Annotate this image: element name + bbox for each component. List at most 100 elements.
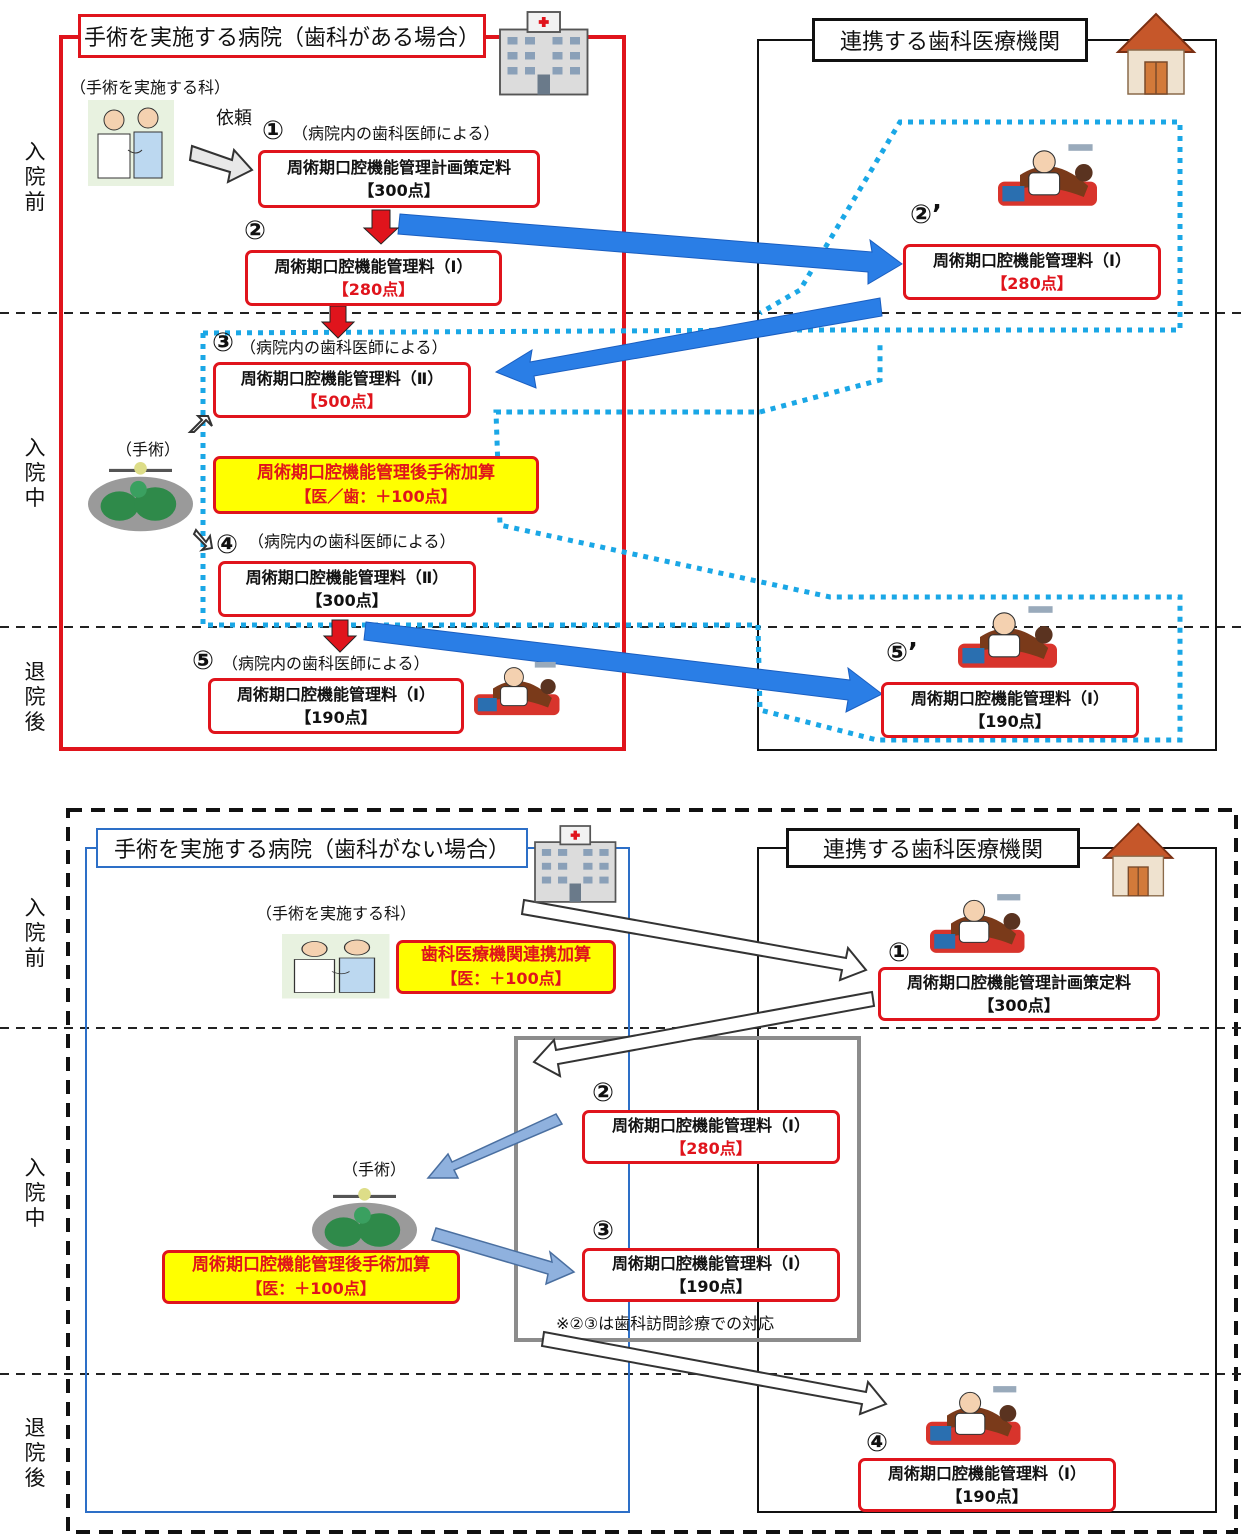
step-number: ④: [866, 1428, 889, 1458]
step-name: 周術期口腔機能管理料（Ⅰ）: [274, 257, 473, 276]
addition-points: 【医／歯：＋100点】: [295, 487, 457, 506]
down-arrow: [320, 305, 356, 339]
phase-label-after: 退院後: [24, 660, 46, 734]
surgery-label: （手術）: [342, 1160, 407, 1179]
step-points: 【500点】: [301, 392, 383, 411]
addition-name: 歯科医療機関連携加算: [421, 945, 591, 965]
step-box-management-1b: 周術期口腔機能管理料（Ⅰ） 【190点】: [208, 678, 464, 734]
step-number: ④: [216, 530, 239, 560]
partner-title-bottom: 連携する歯科医療機関: [786, 828, 1080, 868]
dotted-group-outline: [496, 345, 883, 415]
step-name: 周術期口腔機能管理料（Ⅱ）: [240, 369, 444, 388]
step-points: 【190点】: [969, 712, 1051, 731]
phase-label-after: 退院後: [24, 1416, 46, 1490]
step-note: （病院内の歯科医師による）: [248, 532, 456, 551]
partner-step-box-190: 周術期口腔機能管理料（Ⅰ） 【190点】: [858, 1458, 1116, 1512]
step-number: ③: [212, 328, 235, 358]
step-name: 周術期口腔機能管理計画策定料: [286, 158, 511, 177]
arrow-to-surgery: [426, 1113, 564, 1179]
step-box-management-2: 周術期口腔機能管理料（Ⅱ） 【500点】: [213, 362, 471, 418]
coop-addition-box: 歯科医療機関連携加算 【医：＋100点】: [396, 940, 616, 994]
step-note: （病院内の歯科医師による）: [222, 654, 430, 673]
step-box-plan: 周術期口腔機能管理計画策定料 【300点】: [258, 150, 540, 208]
step-box-plan: 周術期口腔機能管理計画策定料 【300点】: [878, 967, 1160, 1021]
hospital-title-top: 手術を実施する病院（歯科がある場合）: [78, 14, 486, 58]
phase-label-during: 入院中: [24, 1156, 46, 1230]
visit-note: ※②③は歯科訪問診療での対応: [556, 1314, 775, 1333]
step-points: 【280点】: [991, 274, 1073, 293]
dental-clinic-icon: [1117, 13, 1195, 95]
surgery-icon: [86, 460, 195, 533]
step-points: 【190点】: [295, 708, 377, 727]
surgery-label: （手術）: [116, 440, 181, 459]
dental-treatment-icon: [957, 605, 1058, 669]
doctor-patient-icon: [281, 933, 391, 1000]
surgery-addition-box: 周術期口腔機能管理後手術加算 【医／歯：＋100点】: [213, 456, 539, 514]
dental-treatment-icon: [473, 661, 560, 716]
phase-label-during: 入院中: [24, 436, 46, 510]
step-note: （病院内の歯科医師による）: [292, 124, 500, 143]
small-arrow: [187, 415, 213, 433]
partner-step-box-280: 周術期口腔機能管理料（Ⅰ） 【280点】: [903, 244, 1161, 300]
down-arrow: [322, 619, 358, 653]
partner-step-box-190: 周術期口腔機能管理料（Ⅰ） 【190点】: [881, 682, 1139, 738]
step-box-management-2b: 周術期口腔機能管理料（Ⅱ） 【300点】: [218, 561, 476, 617]
step-number: ②: [592, 1078, 615, 1108]
down-arrow: [362, 209, 400, 245]
step-name: 周術期口腔機能管理料（Ⅰ）: [933, 251, 1131, 270]
request-label: 依頼: [216, 108, 252, 129]
phase-label-before: 入院前: [24, 896, 46, 970]
addition-points: 【医：＋100点】: [441, 969, 571, 988]
doctor-patient-icon: [87, 99, 175, 187]
step-points: 【190点】: [946, 1487, 1028, 1506]
dental-treatment-icon: [929, 893, 1026, 954]
step-note: （病院内の歯科医師による）: [240, 338, 448, 357]
arrow-to-partner-discharge: [540, 1330, 888, 1416]
hospital-icon: [533, 824, 618, 904]
step-number: ①: [888, 938, 911, 968]
surgery-icon: [310, 1186, 419, 1259]
dental-treatment-icon: [997, 143, 1098, 207]
arrow-from-surgery: [431, 1227, 576, 1286]
addition-points: 【医：＋100点】: [246, 1279, 376, 1298]
step-name: 周術期口腔機能管理料（Ⅱ）: [245, 568, 449, 587]
step-number: ⑤: [192, 646, 215, 676]
addition-name: 周術期口腔機能管理後手術加算: [192, 1255, 430, 1275]
hospital-title-bottom: 手術を実施する病院（歯科がない場合）: [96, 828, 528, 868]
arrow-to-partner-280: [397, 213, 903, 285]
request-arrow: [188, 144, 254, 184]
step-points: 【280点】: [670, 1139, 752, 1158]
surgery-addition-box: 周術期口腔機能管理後手術加算 【医：＋100点】: [162, 1250, 460, 1304]
bottom-outer-frame: [66, 808, 1238, 1534]
hospital-icon: [498, 10, 590, 97]
dental-clinic-icon: [1103, 822, 1174, 897]
step-number: ⑤’: [886, 638, 918, 668]
step-points: 【300点】: [978, 996, 1060, 1015]
step-name: 周術期口腔機能管理料（Ⅰ）: [612, 1254, 810, 1273]
step-points: 【300点】: [306, 591, 388, 610]
arrow-to-partner-190: [363, 621, 883, 713]
step-box-management-1: 周術期口腔機能管理料（Ⅰ） 【280点】: [245, 250, 502, 306]
phase-label-before: 入院前: [24, 140, 46, 214]
step-points: 【280点】: [332, 280, 415, 299]
dept-label: （手術を実施する科）: [256, 904, 417, 923]
step-name: 周術期口腔機能管理料（Ⅰ）: [612, 1116, 810, 1135]
arrow-back-to-hospital: [494, 297, 883, 389]
dental-treatment-icon: [925, 1385, 1022, 1446]
step-number: ①: [262, 116, 285, 146]
dept-label: （手術を実施する科）: [70, 78, 231, 97]
step-name: 周術期口腔機能管理料（Ⅰ）: [911, 689, 1109, 708]
addition-name: 周術期口腔機能管理後手術加算: [257, 463, 495, 483]
step-points: 【190点】: [670, 1277, 752, 1296]
step-points: 【300点】: [358, 181, 440, 200]
step-name: 周術期口腔機能管理計画策定料: [906, 973, 1131, 992]
step-box-management-1: 周術期口腔機能管理料（Ⅰ） 【280点】: [582, 1110, 840, 1164]
step-number: ②’: [910, 200, 942, 230]
arrow-to-partner-plan: [520, 898, 868, 982]
step-number: ③: [592, 1216, 615, 1246]
step-name: 周術期口腔機能管理料（Ⅰ）: [237, 685, 435, 704]
arrow-back-to-hospital: [532, 990, 876, 1078]
step-number: ②: [244, 216, 267, 246]
partner-title-top: 連携する歯科医療機関: [812, 18, 1088, 62]
